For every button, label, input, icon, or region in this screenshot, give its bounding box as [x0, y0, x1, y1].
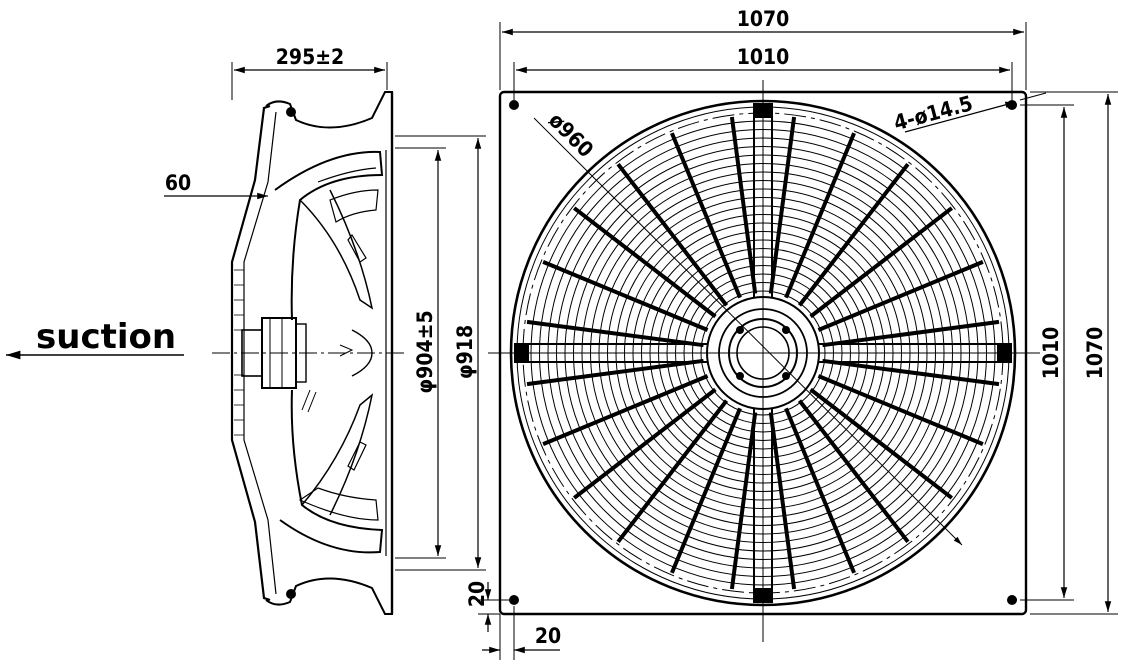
grille-ring: [598, 188, 928, 518]
grille-ring: [607, 197, 919, 509]
suction-indicator: suction: [5, 317, 184, 360]
grille-ring: [641, 231, 885, 475]
dim-edge-vertical: 20: [465, 581, 512, 632]
grille-strut: [822, 319, 1000, 348]
grille-strut: [809, 387, 954, 500]
grille-strut: [809, 206, 954, 319]
front-view: ø960 1070 1010 4-ø14.5 1010: [465, 7, 1118, 660]
grille-strut: [670, 132, 742, 299]
grille-ring: [700, 290, 826, 416]
motor-hub: [702, 292, 824, 414]
dim-hub-offset: 60: [164, 171, 268, 200]
dim-edge-horizontal-label: 20: [535, 624, 561, 648]
dim-guard-diameter-label: ø960: [544, 108, 598, 162]
dim-side-depth-label: 295±2: [276, 45, 344, 69]
grille-strut: [729, 412, 758, 590]
grille-strut: [817, 260, 984, 332]
dim-plate-height: 1070: [1030, 91, 1118, 615]
grille-strut: [542, 260, 709, 332]
grille-strut: [797, 162, 910, 307]
grille-strut: [822, 358, 1000, 387]
grille-strut: [784, 132, 856, 299]
suction-label: suction: [36, 317, 176, 357]
dim-hole-spacing-vertical-label: 1010: [1039, 327, 1063, 380]
grille-ring: [573, 163, 953, 543]
grille-strut: [572, 206, 717, 319]
grille-strut: [729, 116, 758, 294]
grille-ring: [590, 180, 936, 526]
dim-inner-diameter-label: φ904±5: [413, 310, 437, 393]
grille-strut: [616, 162, 729, 307]
dim-edge-horizontal: 20: [482, 606, 561, 660]
grille-ring: [658, 248, 868, 458]
grille-ring: [530, 120, 996, 586]
side-grille-lines: [234, 269, 244, 436]
grille-strut: [526, 358, 704, 387]
dim-holes-label: 4-ø14.5: [891, 91, 975, 135]
grille-ring: [692, 282, 834, 424]
dim-hole-spacing-horizontal: 1010: [513, 45, 1013, 100]
grille-rings: [530, 120, 996, 586]
grille-strut: [797, 399, 910, 544]
grille-ring: [649, 239, 877, 467]
dim-hole-spacing-horizontal-label: 1010: [737, 45, 790, 69]
side-view: 295±2: [5, 45, 486, 615]
dim-outer-diameter-label: φ918: [453, 325, 477, 379]
grille-ring: [624, 214, 902, 492]
grille-strut: [670, 407, 742, 574]
dim-plate-width-label: 1070: [737, 7, 790, 31]
grille-ring: [539, 129, 987, 577]
grille-ring: [556, 146, 970, 560]
dim-plate-height-label: 1070: [1083, 327, 1107, 380]
dim-hub-offset-label: 60: [165, 171, 191, 195]
grille-strut: [817, 374, 984, 446]
grille-struts: [526, 116, 1000, 590]
grille-strut: [784, 407, 856, 574]
grille-strut: [768, 412, 797, 590]
grille-strut: [526, 319, 704, 348]
grille-ring: [675, 265, 851, 441]
grille-ring: [564, 154, 962, 552]
grille-strut: [616, 399, 729, 544]
grille-strut: [542, 374, 709, 446]
grille-strut: [768, 116, 797, 294]
grille-ring: [632, 222, 894, 484]
grille-ring: [547, 137, 979, 569]
grille-ring: [683, 273, 843, 433]
dim-hole-spacing-vertical: 1010: [1020, 104, 1074, 601]
dim-edge-vertical-label: 20: [465, 581, 489, 607]
grille-ring: [615, 205, 911, 501]
dim-side-depth: 295±2: [231, 45, 388, 100]
dim-inner-diameter: φ904±5: [395, 147, 446, 559]
grille-ring: [581, 171, 945, 535]
grille-strut: [572, 387, 717, 500]
dim-plate-width: 1070: [499, 7, 1027, 90]
dim-holes: 4-ø14.5: [891, 91, 1047, 135]
dim-outer-diameter: φ918: [395, 135, 486, 571]
grille-ring: [666, 256, 860, 450]
